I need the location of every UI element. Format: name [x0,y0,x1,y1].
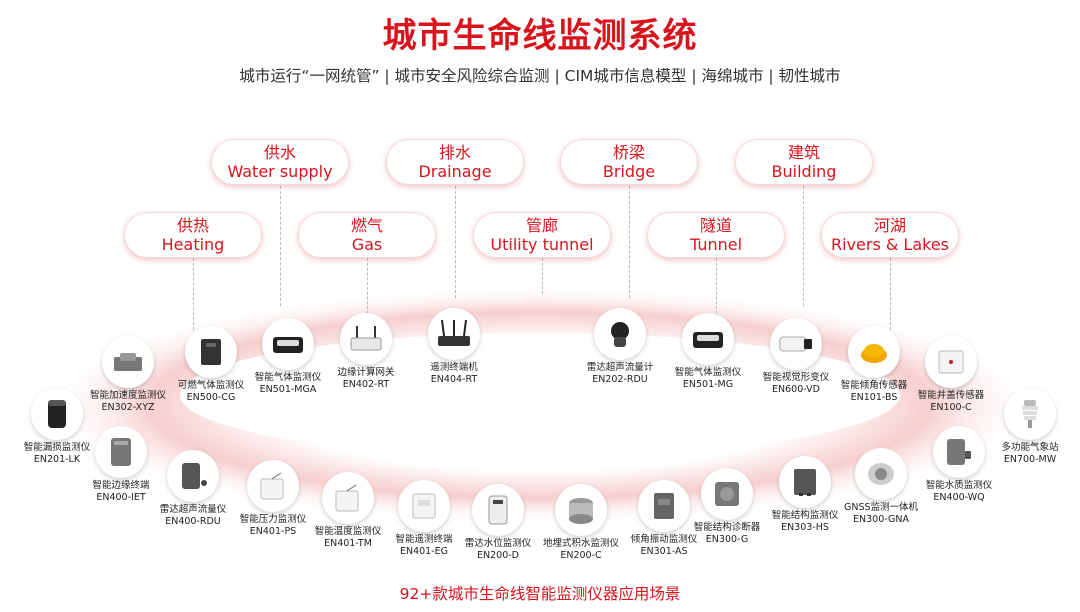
connector-line [716,258,717,314]
gas-box-icon [262,318,314,370]
device-en202-rdu: 雷达超声流量计 EN202-RDU [565,308,675,386]
scenario-pill-bridge: 桥梁 Bridge [560,139,698,185]
device-en300-g: 智能结构诊断器 EN300-G [672,468,782,546]
device-en500-cg: 可燃气体监测仪 EN500-CG [156,326,266,404]
structure-monitor-icon [779,456,831,508]
gas-box-icon [682,313,734,365]
scenario-pill-rivers-lakes: 河湖 Rivers & Lakes [821,212,959,258]
device-en302-xyz: 智能加速度监测仪 EN302-XYZ [73,336,183,414]
scenario-pill-utility-tunnel: 管廊 Utility tunnel [473,212,611,258]
device-en300-gna: GNSS监测一体机 EN300-GNA [826,448,936,526]
connector-line [280,186,281,306]
scenario-pill-water-supply: 供水 Water supply [211,139,349,185]
radar-flowmeter-icon [594,308,646,360]
device-en401-ps: 智能压力监测仪 EN401-PS [218,460,328,538]
device-en404-rt: 遥测终端机 EN404-RT [399,308,509,386]
scenario-pill-drainage: 排水 Drainage [386,139,524,185]
device-en201-lk: 智能漏损监测仪 EN201-LK [2,388,112,466]
device-en100-c: 智能井盖传感器 EN100-C [896,336,1006,414]
device-en200-d: 雷达水位监测仪 EN200-D [443,484,553,562]
device-en400-wq: 智能水质监测仪 EN400-WQ [904,426,1014,504]
device-en303-hs: 智能结构监测仪 EN303-HS [750,456,860,534]
device-en501-mg: 智能气体监测仪 EN501-MG [653,313,763,391]
connector-line [455,186,456,298]
device-en402-rt: 边缘计算网关 EN402-RT [311,313,421,391]
device-en401-tm: 智能温度监测仪 EN401-TM [293,472,403,550]
scenario-pill-building: 建筑 Building [735,139,873,185]
connector-line [803,186,804,306]
tilt-sensor-icon [848,326,900,378]
structure-diagnoser-icon [701,468,753,520]
edge-terminal-icon [95,426,147,478]
radar-unit-icon [167,450,219,502]
connector-line [193,258,194,330]
buried-sensor-icon [555,484,607,536]
telemetry-box-icon [398,480,450,532]
pressure-box-icon [247,460,299,512]
device-en200-c: 地埋式积水监测仪 EN200-C [526,484,636,562]
cylinder-sensor-icon [31,388,83,440]
camera-icon [770,318,822,370]
device-en400-iet: 智能边缘终端 EN400-IET [66,426,176,504]
connector-line [542,258,543,294]
connector-line [890,258,891,330]
connector-line [367,258,368,314]
gnss-icon [855,448,907,500]
device-en401-eg: 智能遥测终端 EN401-EG [369,480,479,558]
weather-station-icon [1004,388,1056,440]
page-title: 城市生命线监测系统 [382,16,698,56]
device-en301-as: 倾角振动监测仪 EN301-AS [609,480,719,558]
device-en400-rdu: 雷达超声流量仪 EN400-RDU [138,450,248,528]
scenario-pill-tunnel: 隧道 Tunnel [647,212,785,258]
page-subtitle: 城市运行“一网统管” | 城市安全风险综合监测 | CIM城市信息模型 | 海绵… [239,67,841,85]
gas-detector-icon [185,326,237,378]
accelerometer-icon [102,336,154,388]
water-quality-icon [933,426,985,478]
temperature-box-icon [322,472,374,524]
water-level-icon [472,484,524,536]
vibration-box-icon [638,480,690,532]
scenario-pill-gas: 燃气 Gas [298,212,436,258]
footer-caption: 92+款城市生命线智能监测仪器应用场景 [399,585,681,603]
scenario-pill-heating: 供热 Heating [124,212,262,258]
device-en501-mga: 智能气体监测仪 EN501-MGA [233,318,343,396]
gateway-icon [340,313,392,365]
manhole-sensor-icon [925,336,977,388]
device-en600-vd: 智能视觉形变仪 EN600-VD [741,318,851,396]
device-en101-bs: 智能倾角传感器 EN101-BS [819,326,929,404]
router-icon [428,308,480,360]
device-en700-mw: 多功能气象站 EN700-MW [975,388,1080,466]
connector-line [629,186,630,298]
